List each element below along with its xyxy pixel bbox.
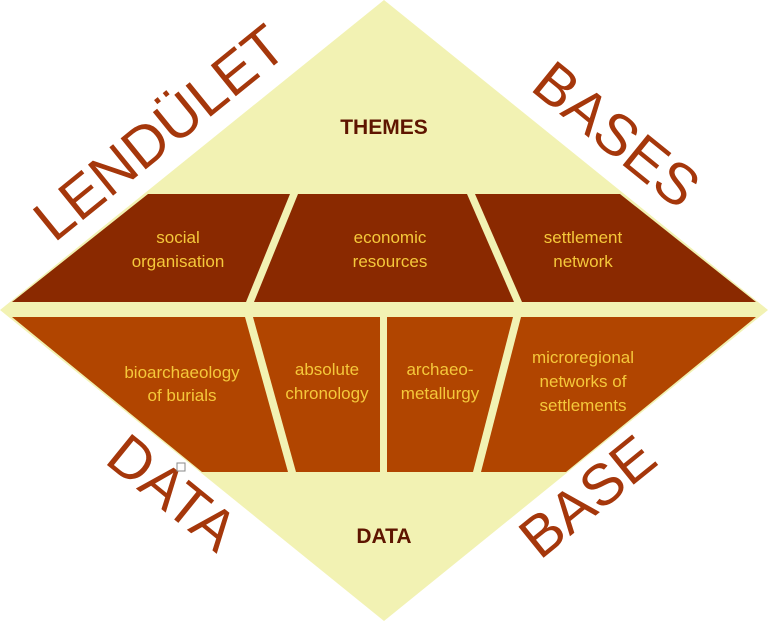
theme-label: settlement: [544, 228, 623, 247]
selection-handle-icon[interactable]: [176, 462, 186, 472]
theme-cell-economic-resources: [254, 194, 514, 302]
theme-label: resources: [353, 252, 428, 271]
data-cell-archaeometallurgy: [387, 317, 513, 472]
themes-band: [12, 194, 756, 302]
data-label: bioarchaeology: [124, 363, 240, 382]
data-label: microregional: [532, 348, 634, 367]
data-label: archaeo-: [406, 360, 473, 379]
theme-label: network: [553, 252, 613, 271]
theme-label: economic: [354, 228, 427, 247]
data-title: DATA: [356, 525, 411, 548]
theme-cell-social-organisation: [12, 194, 290, 302]
data-cell-bioarchaeology: [12, 317, 288, 472]
theme-label: organisation: [132, 252, 225, 271]
data-label: chronology: [285, 384, 369, 403]
data-band: [12, 317, 756, 472]
data-label: metallurgy: [401, 384, 480, 403]
data-label: absolute: [295, 360, 359, 379]
theme-cell-settlement-network: [475, 194, 756, 302]
theme-label: social: [156, 228, 199, 247]
data-cell-microregional-networks: [481, 317, 756, 472]
data-cell-absolute-chronology: [253, 317, 380, 472]
data-label: of burials: [148, 386, 217, 405]
data-label: networks of: [540, 372, 627, 391]
themes-title: THEMES: [340, 116, 428, 139]
data-label: settlements: [540, 396, 627, 415]
